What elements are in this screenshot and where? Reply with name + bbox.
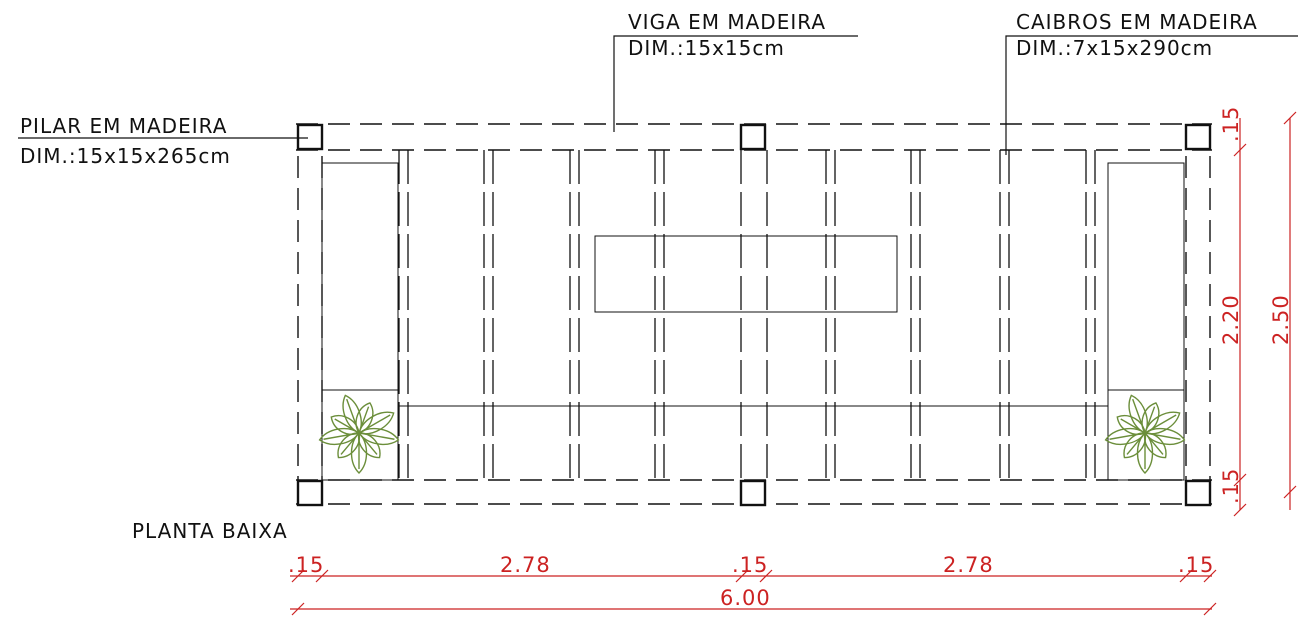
viga-title: VIGA EM MADEIRA	[628, 10, 826, 34]
plant-leaf	[358, 411, 395, 435]
post-square-icon	[1184, 479, 1212, 507]
pilar-dim: DIM.:15x15x265cm	[20, 144, 231, 168]
caibros-title: CAIBROS EM MADEIRA	[1016, 10, 1258, 34]
rafters-group	[398, 150, 1096, 480]
dim-h-seg-2: 2.78	[500, 553, 551, 577]
vertical-dimension-labels: .15 2.20 .15 2.50	[1219, 106, 1293, 504]
plant-icon	[318, 394, 400, 474]
caibros-dim: DIM.:7x15x290cm	[1016, 36, 1213, 60]
roof-outline	[296, 123, 1212, 505]
leader-lines	[18, 35, 1298, 155]
plant-leaf	[318, 427, 360, 446]
central-table	[594, 235, 898, 313]
post-square-icon	[296, 123, 324, 151]
posts-group	[296, 123, 1212, 507]
plant-leaf	[358, 427, 400, 446]
horizontal-dimension-labels: .15 2.78 .15 2.78 .15 6.00	[288, 553, 1214, 610]
plant-leaf	[1104, 427, 1146, 446]
dim-v-middle: 2.20	[1219, 294, 1243, 345]
dim-h-seg-4: 2.78	[943, 553, 994, 577]
dim-v-bottom: .15	[1219, 468, 1243, 504]
plant-icon	[1104, 394, 1186, 474]
post-square-icon	[1184, 123, 1212, 151]
dim-h-seg-3: .15	[732, 553, 768, 577]
plant-leaf	[1144, 427, 1186, 446]
plant-leaf	[1144, 411, 1181, 435]
horizontal-dimensions	[290, 569, 1217, 616]
view-title: PLANTA BAIXA	[132, 519, 288, 543]
dim-v-top: .15	[1219, 106, 1243, 142]
dim-v-total: 2.50	[1269, 294, 1293, 345]
post-square-icon	[296, 479, 324, 507]
central-beam	[740, 150, 768, 480]
viga-dim: DIM.:15x15cm	[628, 36, 785, 60]
dim-h-total: 6.00	[720, 586, 771, 610]
post-square-icon	[739, 123, 767, 151]
post-square-icon	[739, 479, 767, 507]
planter-left	[321, 162, 399, 481]
dim-h-seg-5: .15	[1178, 553, 1214, 577]
planter-right	[1107, 162, 1185, 481]
dim-h-seg-1: .15	[288, 553, 324, 577]
vertical-dimensions	[1233, 111, 1297, 517]
pilar-title: PILAR EM MADEIRA	[20, 114, 227, 138]
